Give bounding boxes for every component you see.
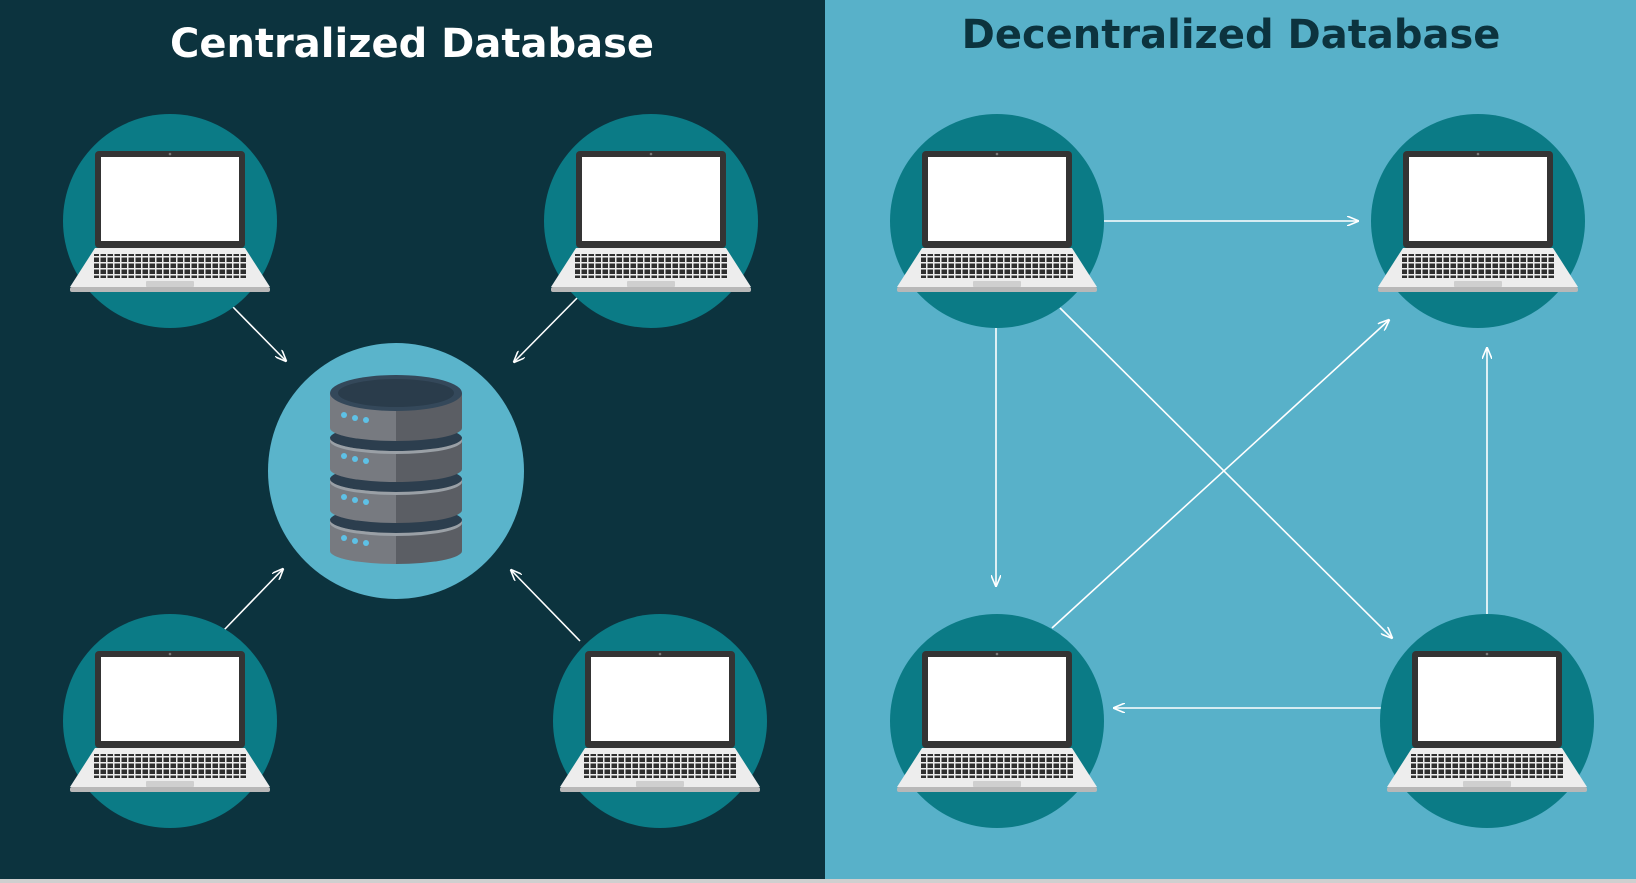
decentralized-nodes <box>890 114 1594 828</box>
laptop-node-top-left <box>890 114 1104 328</box>
laptop-node-top-left <box>63 114 277 328</box>
arrow-top-left-to-bottom-right <box>1059 307 1392 638</box>
laptop-node-bottom-left <box>63 614 277 828</box>
laptop-icon <box>897 651 1097 792</box>
database-server-icon <box>330 375 462 564</box>
bottom-border <box>0 879 1636 883</box>
laptop-icon <box>70 651 270 792</box>
laptop-node-bottom-left <box>890 614 1104 828</box>
laptop-icon <box>897 151 1097 292</box>
laptop-icon <box>560 651 760 792</box>
centralized-database-title: Centralized Database <box>170 21 654 67</box>
centralized-connections <box>223 290 585 642</box>
arrow-top-right-to-database <box>514 290 585 362</box>
laptop-node-bottom-right <box>1380 614 1594 828</box>
laptop-icon <box>551 151 751 292</box>
laptop-icon <box>1387 651 1587 792</box>
decentralized-database-title: Decentralized Database <box>962 12 1501 58</box>
decentralized-connections <box>996 221 1487 708</box>
laptop-node-top-right <box>544 114 758 328</box>
laptop-node-bottom-right <box>553 614 767 828</box>
laptop-icon <box>1378 151 1578 292</box>
arrow-bottom-left-to-database <box>223 569 283 631</box>
centralized-nodes <box>63 114 767 828</box>
arrow-top-left-to-database <box>231 305 286 361</box>
arrow-bottom-left-to-top-right <box>1051 320 1389 629</box>
laptop-node-top-right <box>1371 114 1585 328</box>
laptop-icon <box>70 151 270 292</box>
database-hub <box>268 343 524 599</box>
arrow-bottom-right-to-database <box>511 570 581 642</box>
